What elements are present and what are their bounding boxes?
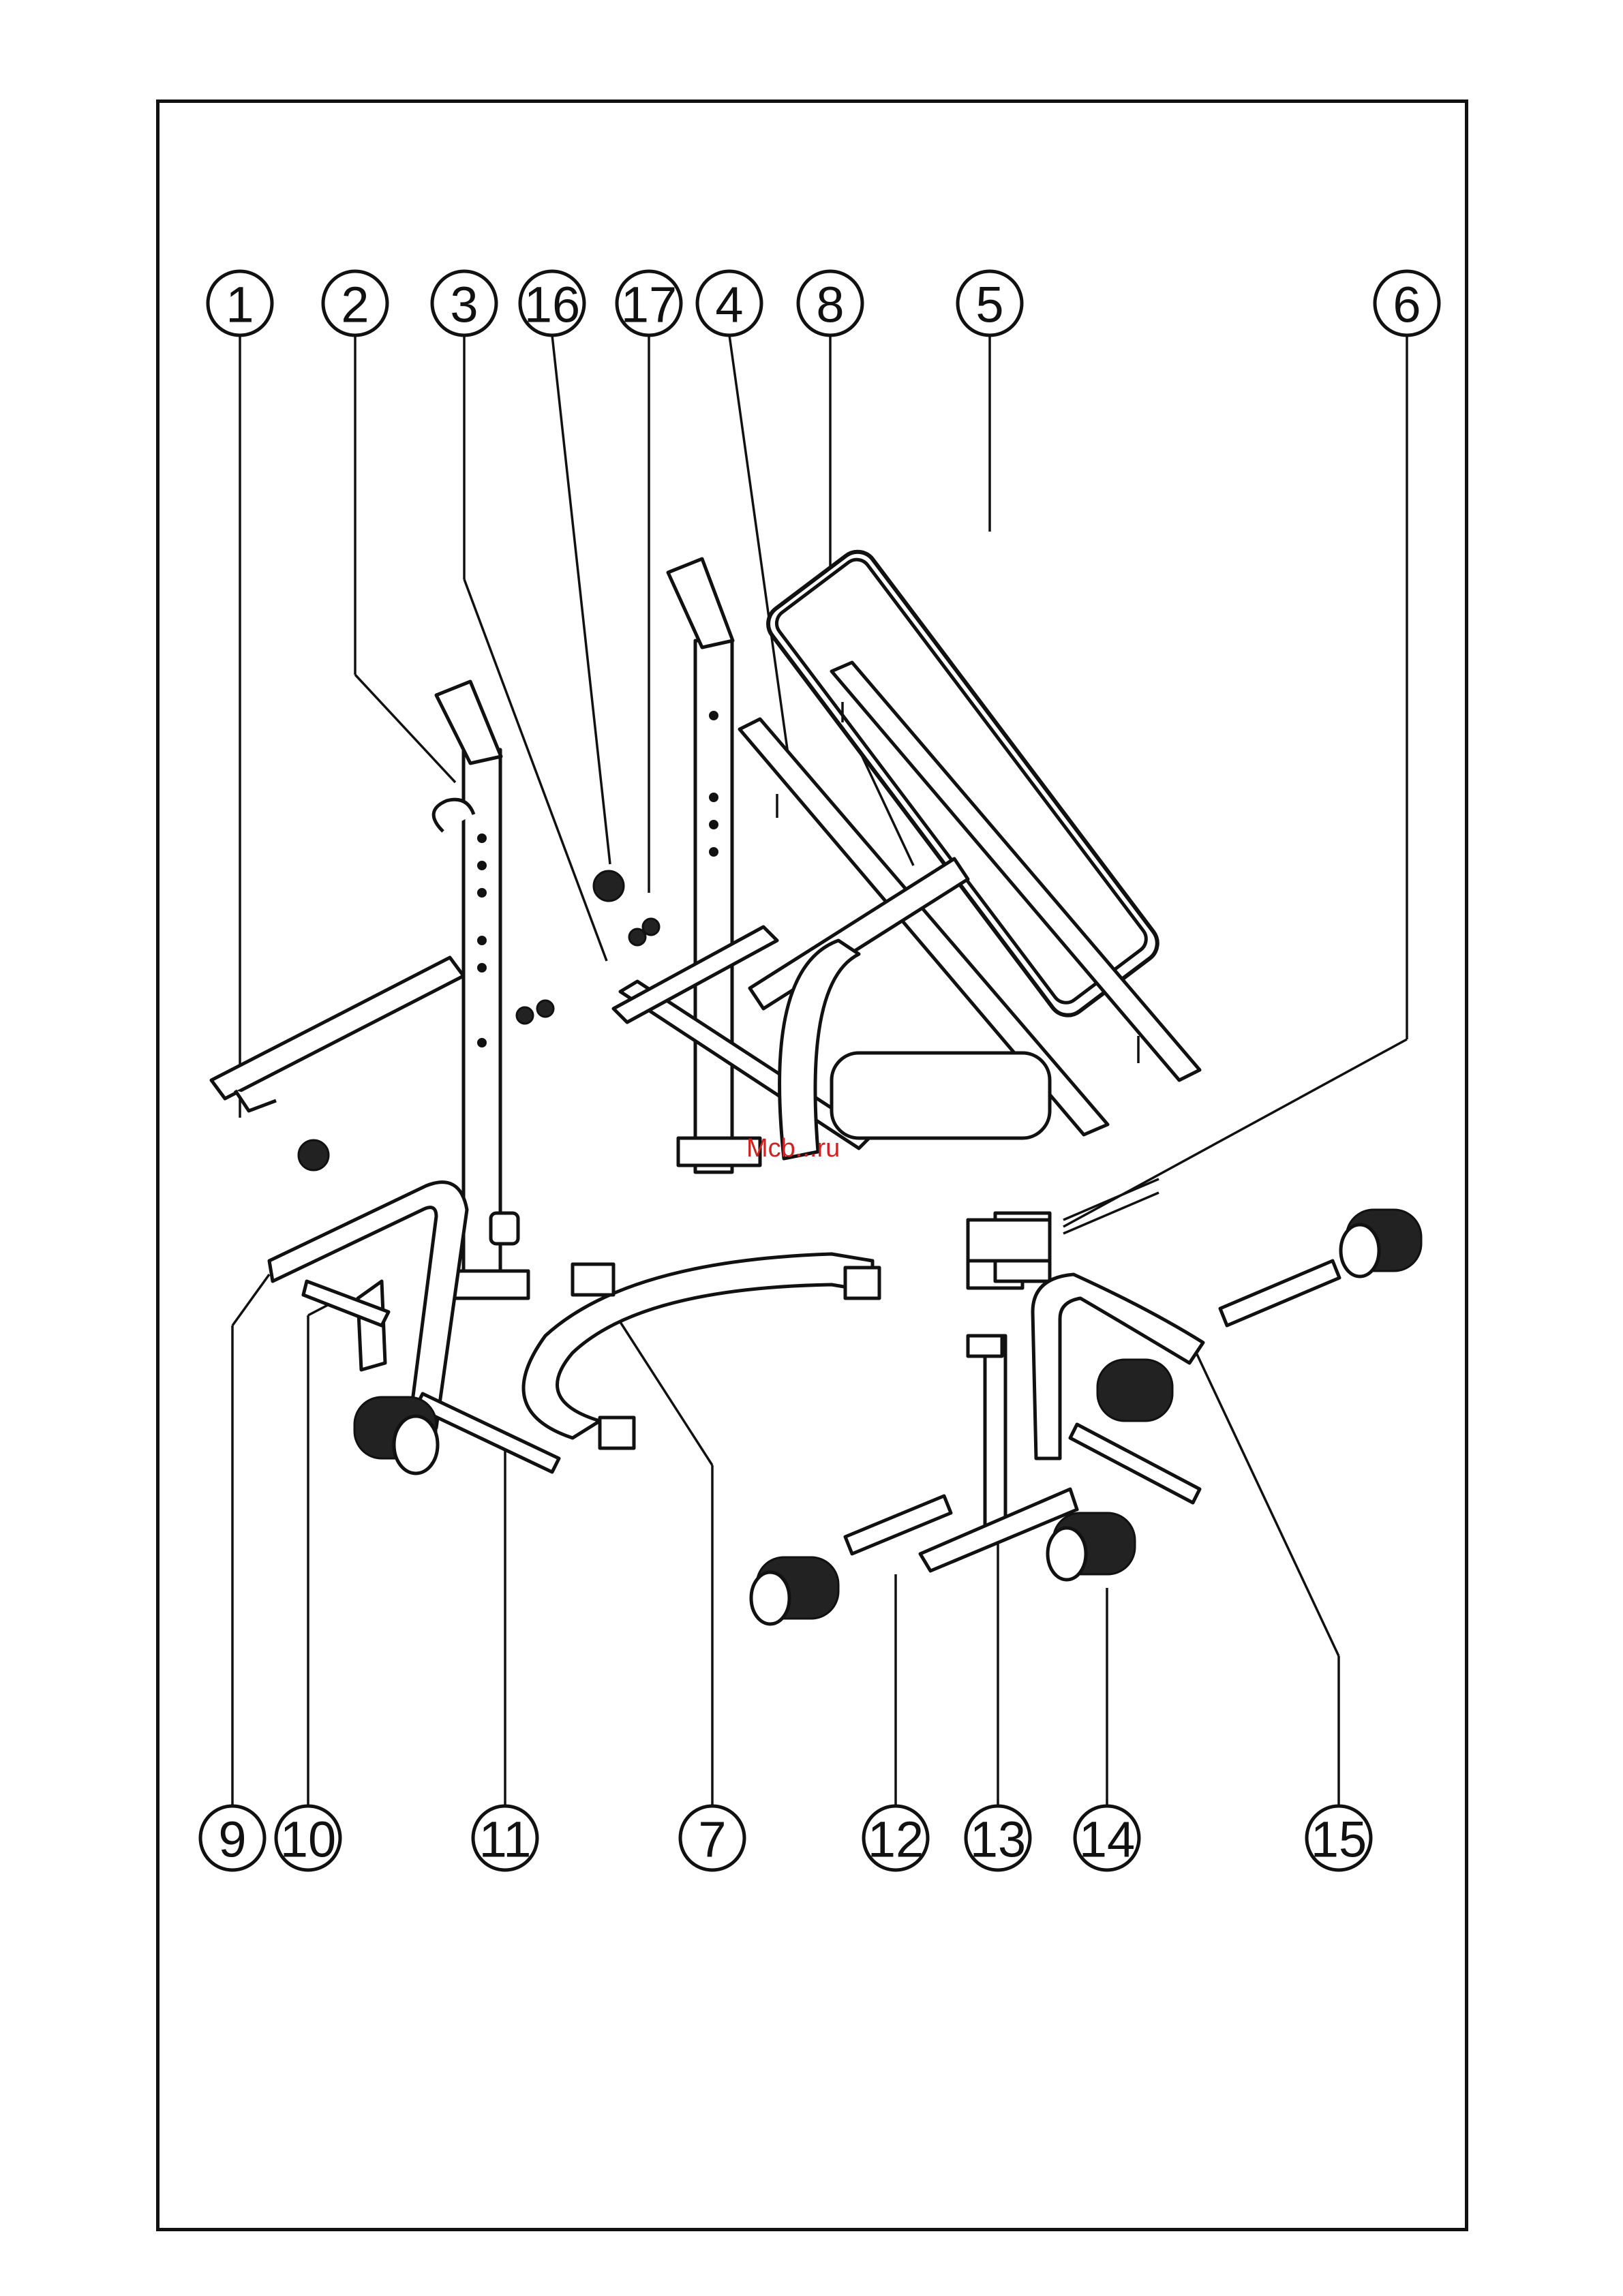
callout-14: 14 bbox=[1075, 1806, 1139, 1870]
svg-text:6: 6 bbox=[1393, 277, 1421, 333]
callout-5: 5 bbox=[958, 271, 1022, 335]
callout-12: 12 bbox=[864, 1806, 928, 1870]
svg-text:14: 14 bbox=[1079, 1811, 1135, 1868]
part-7-front-leg bbox=[524, 1254, 879, 1448]
callout-2: 2 bbox=[323, 271, 387, 335]
svg-text:1: 1 bbox=[226, 277, 254, 333]
callout-6: 6 bbox=[1375, 271, 1439, 335]
svg-text:5: 5 bbox=[975, 277, 1003, 333]
callout-1: 1 bbox=[208, 271, 272, 335]
svg-text:11: 11 bbox=[479, 1811, 532, 1868]
svg-text:17: 17 bbox=[621, 277, 677, 333]
svg-text:4: 4 bbox=[715, 277, 743, 333]
svg-text:8: 8 bbox=[816, 277, 844, 333]
part-12-pin bbox=[845, 1496, 951, 1554]
callout-7: 7 bbox=[680, 1806, 744, 1870]
callout-9: 9 bbox=[200, 1806, 264, 1870]
svg-text:2: 2 bbox=[341, 277, 369, 333]
part-15-leg-frame-right bbox=[1033, 1261, 1339, 1503]
part-1-barbell-rest bbox=[211, 958, 464, 1111]
part-6-bracket bbox=[968, 1179, 1159, 1261]
callout-11: 11 bbox=[473, 1806, 537, 1870]
callout-15: 15 bbox=[1307, 1806, 1371, 1870]
svg-text:9: 9 bbox=[218, 1811, 246, 1868]
svg-text:7: 7 bbox=[698, 1811, 726, 1868]
callout-17: 17 bbox=[617, 271, 681, 335]
callout-13: 13 bbox=[966, 1806, 1030, 1870]
callout-8: 8 bbox=[798, 271, 862, 335]
part-right-upright bbox=[668, 559, 760, 1172]
svg-text:12: 12 bbox=[868, 1811, 924, 1868]
svg-text:15: 15 bbox=[1311, 1811, 1367, 1868]
svg-text:13: 13 bbox=[970, 1811, 1026, 1868]
svg-text:3: 3 bbox=[450, 277, 478, 333]
svg-text:10: 10 bbox=[280, 1811, 336, 1868]
callout-16: 16 bbox=[520, 271, 584, 335]
svg-text:16: 16 bbox=[524, 277, 580, 333]
callout-10: 10 bbox=[276, 1806, 340, 1870]
callout-4: 4 bbox=[697, 271, 761, 335]
watermark: Mcb...ru bbox=[746, 1134, 840, 1163]
callout-3: 3 bbox=[432, 271, 496, 335]
